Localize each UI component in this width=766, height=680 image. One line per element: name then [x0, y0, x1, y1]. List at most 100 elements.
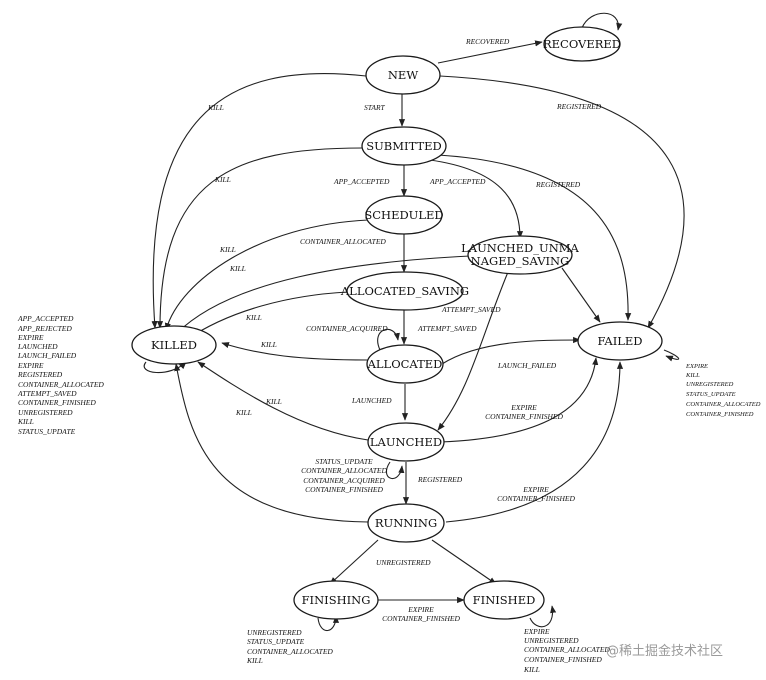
edge-finished-self — [529, 605, 557, 628]
killed-loop-label: LAUNCHED — [17, 342, 58, 351]
state-submitted: SUBMITTED — [361, 126, 447, 166]
failed-loop-label: CONTAINER_FINISHED — [686, 411, 754, 418]
label-kill-allocated-saving: KILL — [245, 313, 262, 322]
state-new-label: NEW — [388, 68, 418, 82]
label-registered-submitted: REGISTERED — [535, 180, 581, 189]
edge-launchedunmanaged-killed — [175, 255, 471, 335]
label-expire-launched: EXPIRE — [510, 403, 537, 412]
label-registered-new: REGISTERED — [556, 102, 602, 111]
edge-running-killed — [174, 363, 369, 523]
killed-loop-label: LAUNCH_FAILED — [17, 351, 77, 360]
finishing-loop-label: CONTAINER_ALLOCATED — [247, 647, 333, 656]
label-kill-launched-2: KILL — [235, 408, 252, 417]
edge-scheduled-killed — [164, 219, 369, 331]
edge-launched-failed — [439, 357, 599, 443]
edge-failed-self — [663, 349, 680, 362]
edge-allocated-killed — [221, 342, 369, 361]
finished-loop-label: KILL — [523, 665, 540, 674]
finished-self-loop-labels: EXPIRE UNREGISTERED CONTAINER_ALLOCATED … — [523, 627, 610, 674]
state-launched-unmanaged-saving-label-1: LAUNCHED_UNMA — [461, 241, 579, 255]
failed-loop-label: CONTAINER_ALLOCATED — [686, 401, 761, 408]
state-submitted-label: SUBMITTED — [366, 139, 442, 153]
label-container-acquired-allocated: CONTAINER_ACQUIRED — [306, 324, 388, 333]
watermark: @稀土掘金技术社区 — [606, 643, 723, 659]
edge-allocated-failed — [441, 336, 581, 365]
finishing-self-loop-labels: UNREGISTERED STATUS_UPDATE CONTAINER_ALL… — [246, 628, 333, 665]
edge-finishing-self — [317, 615, 340, 632]
label-container-finished-finishing: CONTAINER_FINISHED — [382, 614, 460, 623]
state-new: NEW — [365, 55, 441, 95]
state-killed-label: KILLED — [151, 338, 197, 352]
killed-loop-label: APP_REJECTED — [17, 324, 72, 333]
state-recovered-label: RECOVERED — [543, 37, 621, 51]
killed-loop-label: UNREGISTERED — [18, 408, 73, 417]
label-kill-unmanaged: KILL — [229, 264, 246, 273]
state-finishing-label: FINISHING — [302, 593, 371, 607]
label-kill-new: KILL — [207, 103, 224, 112]
state-scheduled: SCHEDULED — [364, 195, 444, 235]
edge-launched-killed — [197, 361, 369, 441]
label-unregistered-running: UNREGISTERED — [376, 558, 431, 567]
state-failed-label: FAILED — [597, 334, 642, 348]
state-allocated-label: ALLOCATED — [367, 357, 443, 371]
state-finished-label: FINISHED — [473, 593, 536, 607]
state-killed: KILLED — [131, 325, 217, 365]
label-kill-scheduled: KILL — [219, 245, 236, 254]
edge-labels: RECOVERED START KILL REGISTERED KILL APP… — [207, 37, 602, 623]
label-expire-finishing: EXPIRE — [407, 605, 434, 614]
killed-loop-label: CONTAINER_ALLOCATED — [18, 380, 104, 389]
state-launched-unmanaged-saving-label-2: NAGED_SAVING — [471, 254, 570, 268]
launched-loop-label: CONTAINER_ACQUIRED — [303, 476, 385, 485]
state-finished: FINISHED — [463, 580, 545, 620]
state-recovered: RECOVERED — [543, 26, 621, 62]
label-kill-allocated: KILL — [260, 340, 277, 349]
killed-loop-label: ATTEMPT_SAVED — [17, 389, 77, 398]
label-kill-submitted: KILL — [214, 175, 231, 184]
label-registered-launched: REGISTERED — [417, 475, 463, 484]
edge-allocated-self — [377, 328, 400, 351]
finishing-loop-label: KILL — [246, 656, 263, 665]
edge-recovered-self — [581, 12, 623, 31]
edge-running-finishing — [329, 539, 379, 585]
killed-loop-label: EXPIRE — [17, 361, 44, 370]
edges — [143, 12, 685, 632]
finished-loop-label: UNREGISTERED — [524, 636, 579, 645]
label-attempt-saved-1: ATTEMPT_SAVED — [441, 305, 501, 314]
launched-loop-label: CONTAINER_FINISHED — [305, 485, 383, 494]
label-container-allocated-scheduled: CONTAINER_ALLOCATED — [300, 237, 386, 246]
failed-loop-label: STATUS_UPDATE — [686, 391, 736, 398]
killed-loop-label: APP_ACCEPTED — [17, 314, 74, 323]
killed-loop-label: KILL — [17, 417, 34, 426]
killed-loop-label: STATUS_UPDATE — [18, 427, 76, 436]
finishing-loop-label: UNREGISTERED — [247, 628, 302, 637]
killed-loop-label: CONTAINER_FINISHED — [18, 398, 96, 407]
label-container-finished-launched: CONTAINER_FINISHED — [485, 412, 563, 421]
killed-loop-label: EXPIRE — [17, 333, 44, 342]
label-expire-running: EXPIRE — [522, 485, 549, 494]
edge-launchedunmanaged-failed — [561, 267, 601, 323]
launched-self-loop-labels: STATUS_UPDATE CONTAINER_ALLOCATED CONTAI… — [301, 457, 387, 494]
failed-self-loop-labels: EXPIRE KILL UNREGISTERED STATUS_UPDATE C… — [685, 363, 761, 418]
failed-loop-label: UNREGISTERED — [686, 381, 734, 388]
edge-launchedunmanaged-launched — [437, 271, 509, 431]
launched-loop-label: CONTAINER_ALLOCATED — [301, 466, 387, 475]
state-allocated: ALLOCATED — [366, 344, 444, 384]
label-container-finished-running: CONTAINER_FINISHED — [497, 494, 575, 503]
edge-running-finished — [431, 539, 497, 585]
state-launched-label: LAUNCHED — [370, 435, 442, 449]
edge-running-failed — [445, 361, 624, 523]
edge-killed-self — [143, 361, 187, 374]
finished-loop-label: EXPIRE — [523, 627, 550, 636]
state-scheduled-label: SCHEDULED — [364, 208, 443, 222]
failed-loop-label: EXPIRE — [685, 363, 708, 370]
edge-new-failed — [439, 75, 685, 329]
state-allocated-saving-label: ALLOCATED_SAVING — [340, 284, 469, 298]
state-allocated-saving: ALLOCATED_SAVING — [340, 271, 469, 311]
label-launched: LAUNCHED — [351, 396, 392, 405]
state-launched: LAUNCHED — [367, 422, 445, 462]
finished-loop-label: CONTAINER_ALLOCATED — [524, 645, 610, 654]
edge-submitted-killed — [156, 147, 363, 329]
label-recovered: RECOVERED — [465, 37, 510, 46]
state-finishing: FINISHING — [293, 580, 379, 620]
